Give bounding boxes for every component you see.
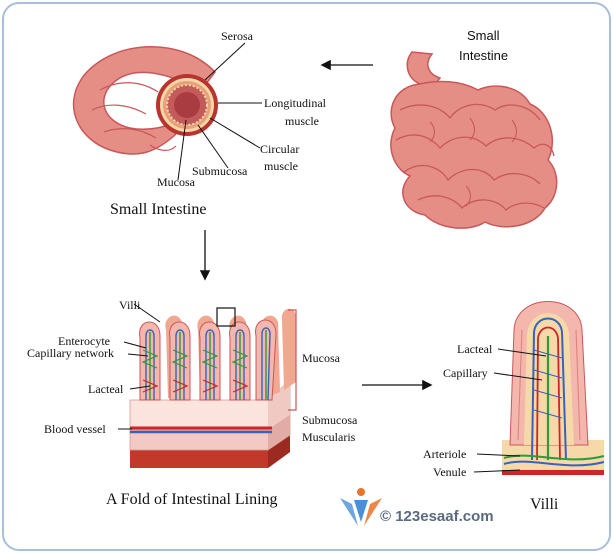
label-lacteal-fold: Lacteal [88,382,124,396]
layer-brackets [288,309,297,411]
fold-title: A Fold of Intestinal Lining [106,491,278,508]
villus-leader-lines [473,348,547,473]
label-enterocyte: Enterocyte [58,334,110,348]
watermark-logo [340,488,382,526]
label-blood-vessel: Blood vessel [44,422,106,436]
label-muscularis: Muscularis [302,430,356,444]
small-intestine-title: Small Intestine [110,201,206,218]
label-arteriole: Arteriole [423,447,466,461]
label-submucosa-fold: Submucosa [302,413,358,427]
label-capillary-network: Capillary network [27,346,114,360]
label-circular-muscle-line1: Circular [260,142,299,156]
cross-section-illustration [156,74,218,136]
label-longitudinal-muscle-line2: muscle [285,114,319,128]
small-intestine-coils-illustration [390,51,558,229]
label-serosa: Serosa [221,29,254,43]
label-submucosa-top: Submucosa [192,164,248,178]
cross-section-leader-lines [177,42,262,181]
fold-block-illustration [129,379,291,468]
label-circular-muscle-line2: muscle [264,159,298,173]
villus-illustration [502,301,605,475]
label-villi-fold: Villi [119,298,141,312]
label-mucosa-top: Mucosa [157,175,196,189]
label-capillary-villus: Capillary [443,366,488,380]
fold-leader-lines [118,303,161,430]
watermark-text: © 123esaaf.com [380,508,494,525]
label-small-intestine-right-line2: Intestine [459,48,508,63]
villus-highlight-box [216,307,236,327]
label-small-intestine-right-line1: Small [467,28,500,43]
label-mucosa-fold: Mucosa [302,351,341,365]
label-lacteal-villus: Lacteal [457,342,493,356]
label-longitudinal-muscle-line1: Longitudinal [264,96,327,110]
villi-projections [139,307,296,401]
label-venule: Venule [433,465,466,479]
villi-title: Villi [530,496,559,513]
